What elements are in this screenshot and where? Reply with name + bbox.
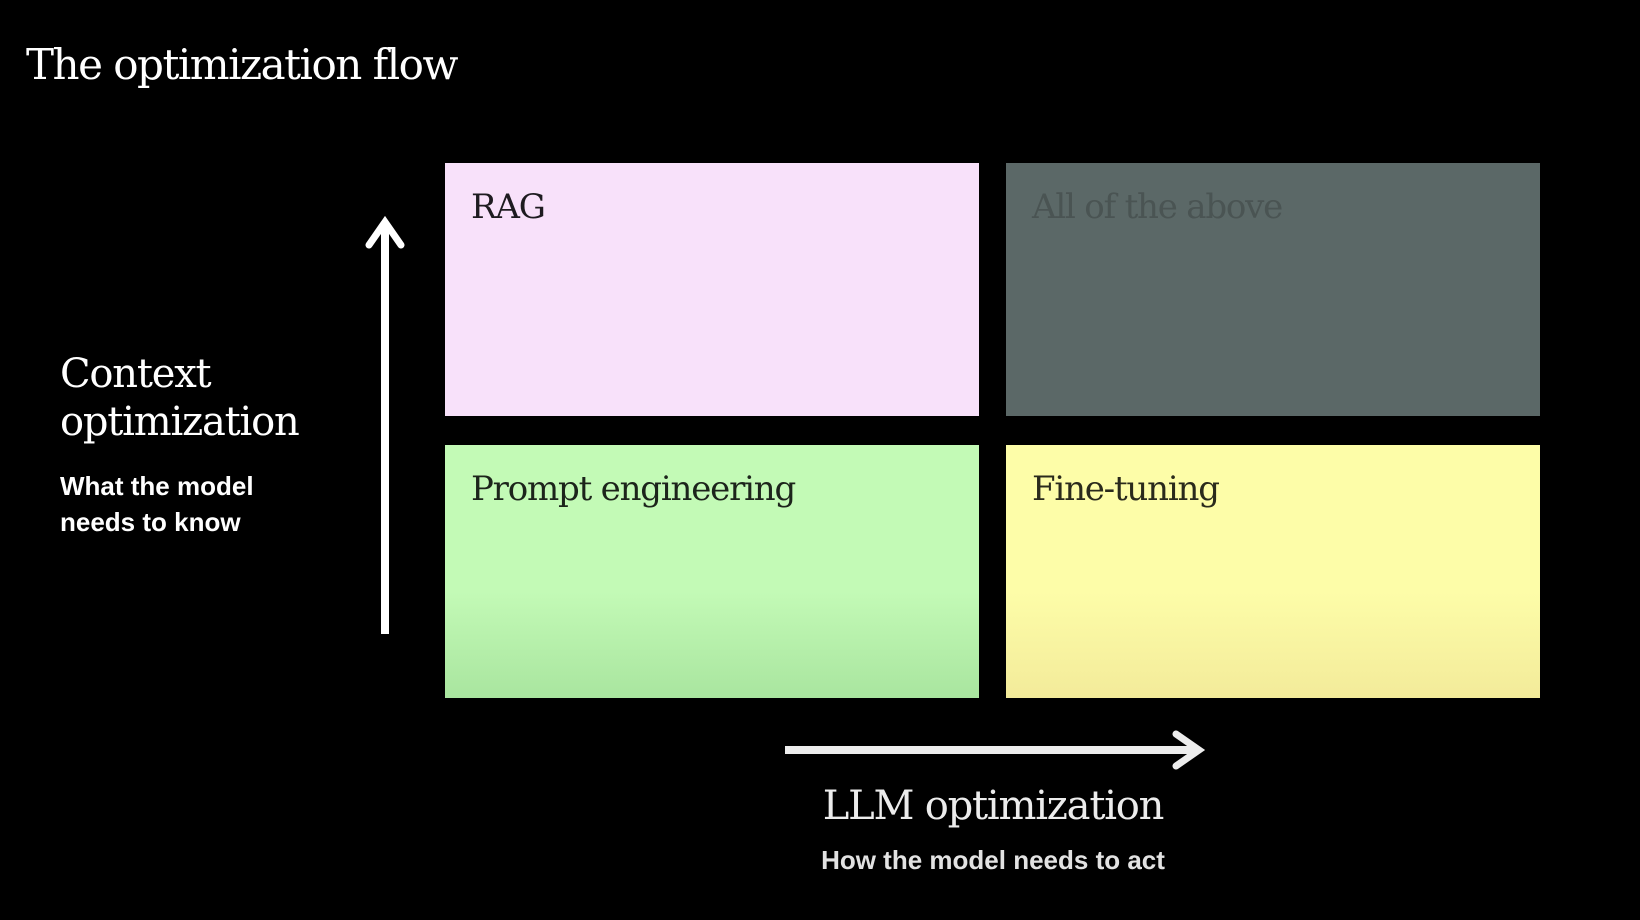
quadrant-all-of-the-above: All of the above xyxy=(1006,163,1540,416)
quadrant-prompt-engineering: Prompt engineering xyxy=(445,445,979,698)
x-axis-label: LLM optimization How the model needs to … xyxy=(793,782,1193,876)
quadrant-label: All of the above xyxy=(1032,187,1283,227)
x-axis-title: LLM optimization xyxy=(822,783,1165,829)
y-axis-subtitle: What the model needs to know xyxy=(60,468,360,540)
slide-title: The optimization flow xyxy=(26,40,458,89)
quadrant-label: RAG xyxy=(471,187,546,227)
y-axis-subtitle-line2: needs to know xyxy=(60,507,241,537)
quadrant-label: Fine-tuning xyxy=(1032,469,1220,509)
quadrant-rag: RAG xyxy=(445,163,979,416)
y-axis-title: Context optimization xyxy=(60,351,300,445)
quadrant-label: Prompt engineering xyxy=(471,469,796,509)
x-axis-subtitle: How the model needs to act xyxy=(821,845,1165,875)
y-axis-arrow xyxy=(365,215,405,634)
x-axis-arrow xyxy=(785,730,1206,770)
quadrant-fine-tuning: Fine-tuning xyxy=(1006,445,1540,698)
y-axis-label: Context optimization What the model need… xyxy=(60,350,360,540)
y-axis-subtitle-line1: What the model xyxy=(60,471,254,501)
